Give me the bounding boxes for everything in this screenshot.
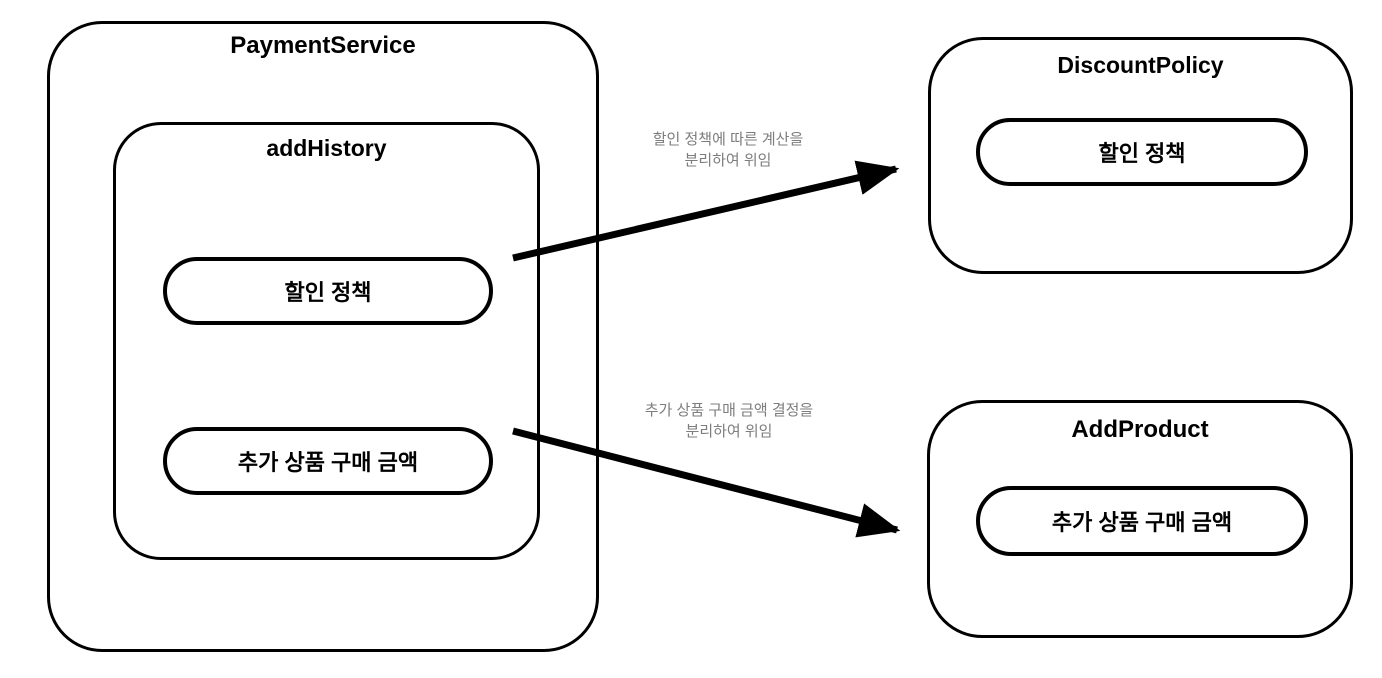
discount-policy-title: DiscountPolicy xyxy=(1057,52,1224,78)
node-discount-policy-source: 할인 정책 xyxy=(163,257,493,325)
arrow-label-discount-delegation-line1: 할인 정책에 따른 계산을 xyxy=(652,131,804,148)
node-add-product-amount-target-label: 추가 상품 구매 금액 xyxy=(1051,510,1233,535)
discount-policy-box: DiscountPolicy 할인 정책 xyxy=(928,37,1353,274)
node-add-product-amount-source-label: 추가 상품 구매 금액 xyxy=(237,450,419,475)
add-product-title: AddProduct xyxy=(1071,416,1209,443)
node-discount-policy-target-label: 할인 정책 xyxy=(1098,141,1186,166)
payment-service-box: PaymentService addHistory 할인 정책 추가 상품 구매… xyxy=(47,21,599,652)
node-discount-policy-source-label: 할인 정책 xyxy=(284,280,372,305)
payment-service-title: PaymentService xyxy=(230,32,416,59)
arrow-label-add-product-delegation-line2: 분리하여 위임 xyxy=(685,423,773,440)
arrow-label-add-product-delegation-line1: 추가 상품 구매 금액 결정을 xyxy=(644,402,814,419)
arrow-label-add-product-delegation: 추가 상품 구매 금액 결정을 분리하여 위임 xyxy=(579,400,879,442)
add-history-title: addHistory xyxy=(266,135,387,161)
arrow-label-discount-delegation: 할인 정책에 따른 계산을 분리하여 위임 xyxy=(578,129,878,171)
arrow-label-discount-delegation-line2: 분리하여 위임 xyxy=(684,152,772,169)
node-add-product-amount-target: 추가 상품 구매 금액 xyxy=(976,486,1308,556)
add-history-box: addHistory 할인 정책 추가 상품 구매 금액 xyxy=(113,122,540,560)
add-product-box: AddProduct 추가 상품 구매 금액 xyxy=(927,400,1353,638)
node-add-product-amount-source: 추가 상품 구매 금액 xyxy=(163,427,493,495)
node-discount-policy-target: 할인 정책 xyxy=(976,118,1308,186)
